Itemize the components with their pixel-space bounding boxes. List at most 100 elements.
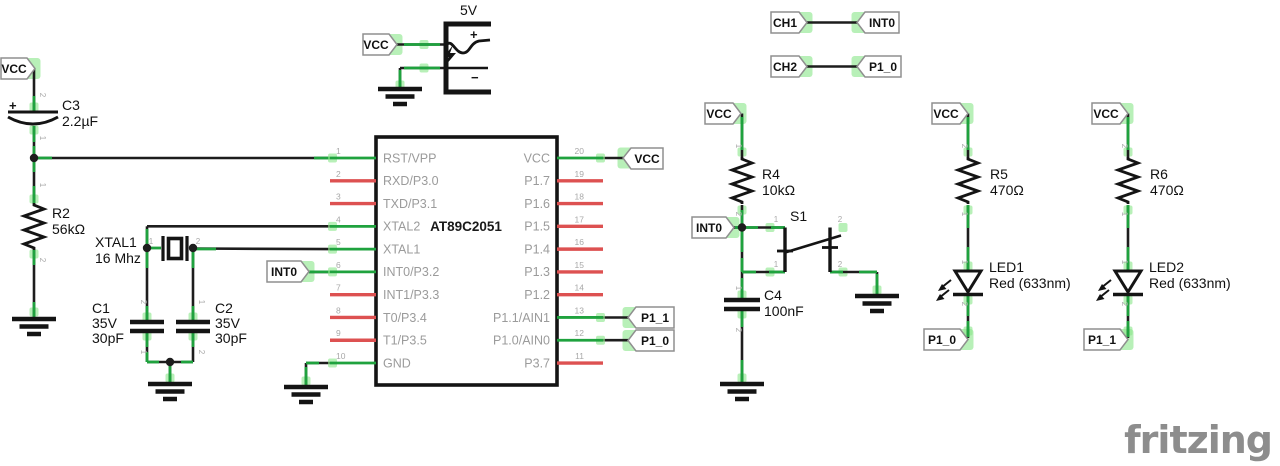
ic-body[interactable] xyxy=(374,135,559,387)
resistor-r2[interactable]: R2 56kΩ xyxy=(19,203,85,250)
ic-at89c2051[interactable]: AT89C2051 1RST/VPP2RXD/P3.03TXD/P3.14XTA… xyxy=(328,135,605,387)
led-light-arrow-icon xyxy=(1096,294,1105,301)
capacitor-c1[interactable]: C1 35V 30pF xyxy=(92,300,164,346)
component-pin-number: 1 xyxy=(197,300,206,305)
junction-dot xyxy=(165,357,175,367)
battery-minus: − xyxy=(471,70,479,85)
svg-text:P1_0: P1_0 xyxy=(869,60,897,74)
component-pin-number: 1 xyxy=(960,212,969,217)
r4-ref: R4 xyxy=(762,166,780,182)
pin-label: GND xyxy=(383,356,411,370)
r5-ref: R5 xyxy=(990,166,1008,182)
ground-symbol[interactable] xyxy=(284,384,328,405)
c4-value: 100nF xyxy=(764,303,804,319)
ground-symbol[interactable] xyxy=(720,381,764,402)
led2[interactable]: LED2 Red (633nm) xyxy=(1096,259,1231,301)
battery-5v[interactable]: + − 5V xyxy=(443,2,491,95)
pin-number: 13 xyxy=(575,305,585,315)
net-flag-vcc[interactable]: VCC xyxy=(704,102,742,125)
pin-number: 2 xyxy=(336,169,341,179)
net-flag-p1_1[interactable]: P1_1 xyxy=(1083,328,1129,351)
pin-label: XTAL2 xyxy=(383,220,420,234)
led1[interactable]: LED1 Red (633nm) xyxy=(936,259,1071,301)
component-pin-number: 2 xyxy=(1120,302,1129,307)
net-flag-p1_0[interactable]: P1_0 xyxy=(856,55,902,78)
resistor-r6[interactable]: R6 470Ω xyxy=(1113,157,1184,204)
led-triangle xyxy=(1112,269,1144,295)
ground-symbol[interactable] xyxy=(855,293,899,314)
net-flag-p1_0[interactable]: P1_0 xyxy=(923,328,969,351)
component-pin-number: 1 xyxy=(960,260,969,265)
svg-text:VCC: VCC xyxy=(634,152,660,166)
pin-label: P1.6 xyxy=(524,197,550,211)
net-flag-p1_1[interactable]: P1_1 xyxy=(627,306,675,329)
component-pin-number: 1 xyxy=(774,215,779,224)
pin-label: P1.7 xyxy=(524,174,550,188)
pin-label: INT0/P3.2 xyxy=(383,265,439,279)
pin-number: 10 xyxy=(336,351,346,361)
r2-value: 56kΩ xyxy=(52,221,85,237)
resistor-r5[interactable]: R5 470Ω xyxy=(953,157,1024,204)
pushbutton-s1[interactable]: S1 xyxy=(777,208,842,272)
pin-number: 18 xyxy=(575,192,585,202)
pin-label: T0/P3.4 xyxy=(383,311,427,325)
net-flag-vcc[interactable]: VCC xyxy=(622,147,664,170)
pin-number: 16 xyxy=(575,237,585,247)
battery-label: 5V xyxy=(460,2,478,18)
pin-number: 19 xyxy=(575,169,585,179)
component-pin-number: 2 xyxy=(960,144,969,149)
net-flag-vcc[interactable]: VCC xyxy=(362,33,398,56)
svg-text:P1_0: P1_0 xyxy=(641,334,669,348)
led-triangle xyxy=(952,269,984,295)
r2-ref: R2 xyxy=(52,205,70,221)
svg-text:CH1: CH1 xyxy=(773,16,797,30)
pin-number: 9 xyxy=(336,328,341,338)
resistor-r4[interactable]: R4 10kΩ xyxy=(727,157,795,204)
net-flag-p1_0[interactable]: P1_0 xyxy=(627,329,675,352)
pin-number: 20 xyxy=(575,146,585,156)
net-flag-ch2[interactable]: CH2 xyxy=(770,55,808,78)
pin-label: T1/P3.5 xyxy=(383,334,427,348)
net-flag-int0[interactable]: INT0 xyxy=(266,260,310,283)
pin-label: P1.5 xyxy=(524,220,550,234)
pin-label: RST/VPP xyxy=(383,151,437,165)
capacitor-c2[interactable]: C2 35V 30pF xyxy=(176,300,247,346)
pin-number: 3 xyxy=(336,192,341,202)
component-pin-number: 2 xyxy=(197,350,206,355)
pin-label: XTAL1 xyxy=(383,242,420,256)
junction-dot xyxy=(29,153,39,163)
net-flag-int0[interactable]: INT0 xyxy=(691,216,735,239)
component-pin-number: 2 xyxy=(734,328,743,333)
s1-ref: S1 xyxy=(790,208,807,224)
pin-number: 5 xyxy=(336,237,341,247)
junction-dots xyxy=(29,153,747,367)
svg-text:P1_1: P1_1 xyxy=(641,311,669,325)
net-flag-vcc[interactable]: VCC xyxy=(1091,102,1129,125)
net-flag-vcc[interactable]: VCC xyxy=(0,57,36,80)
net-flag-int0[interactable]: INT0 xyxy=(856,11,900,34)
ground-symbol[interactable] xyxy=(12,316,56,337)
ground-symbols[interactable] xyxy=(12,86,899,405)
led-light-arrow-icon xyxy=(938,284,947,291)
r6-ref: R6 xyxy=(1150,166,1168,182)
net-flag-ch1[interactable]: CH1 xyxy=(770,11,808,34)
led2-ref: LED2 xyxy=(1149,259,1184,275)
crystal-xtal1[interactable]: XTAL1 16 Mhz xyxy=(95,234,193,266)
component-pin-number: 2 xyxy=(38,93,47,98)
pin-label: RXD/P3.0 xyxy=(383,174,439,188)
c3-ref: C3 xyxy=(62,97,80,113)
svg-text:INT0: INT0 xyxy=(271,265,297,279)
pin-number: 11 xyxy=(575,351,584,361)
component-pin-number: 1 xyxy=(774,260,779,269)
capacitor-c3[interactable]: + C3 2.2µF xyxy=(7,97,98,129)
ground-symbol[interactable] xyxy=(148,381,192,402)
ground-symbol[interactable] xyxy=(378,86,422,107)
r5-value: 470Ω xyxy=(990,182,1024,198)
component-pin-number: 2 xyxy=(1120,144,1129,149)
net-flag-vcc[interactable]: VCC xyxy=(931,102,969,125)
capacitor-c4[interactable]: C4 100nF xyxy=(724,287,804,319)
pin-number: 6 xyxy=(336,260,341,270)
